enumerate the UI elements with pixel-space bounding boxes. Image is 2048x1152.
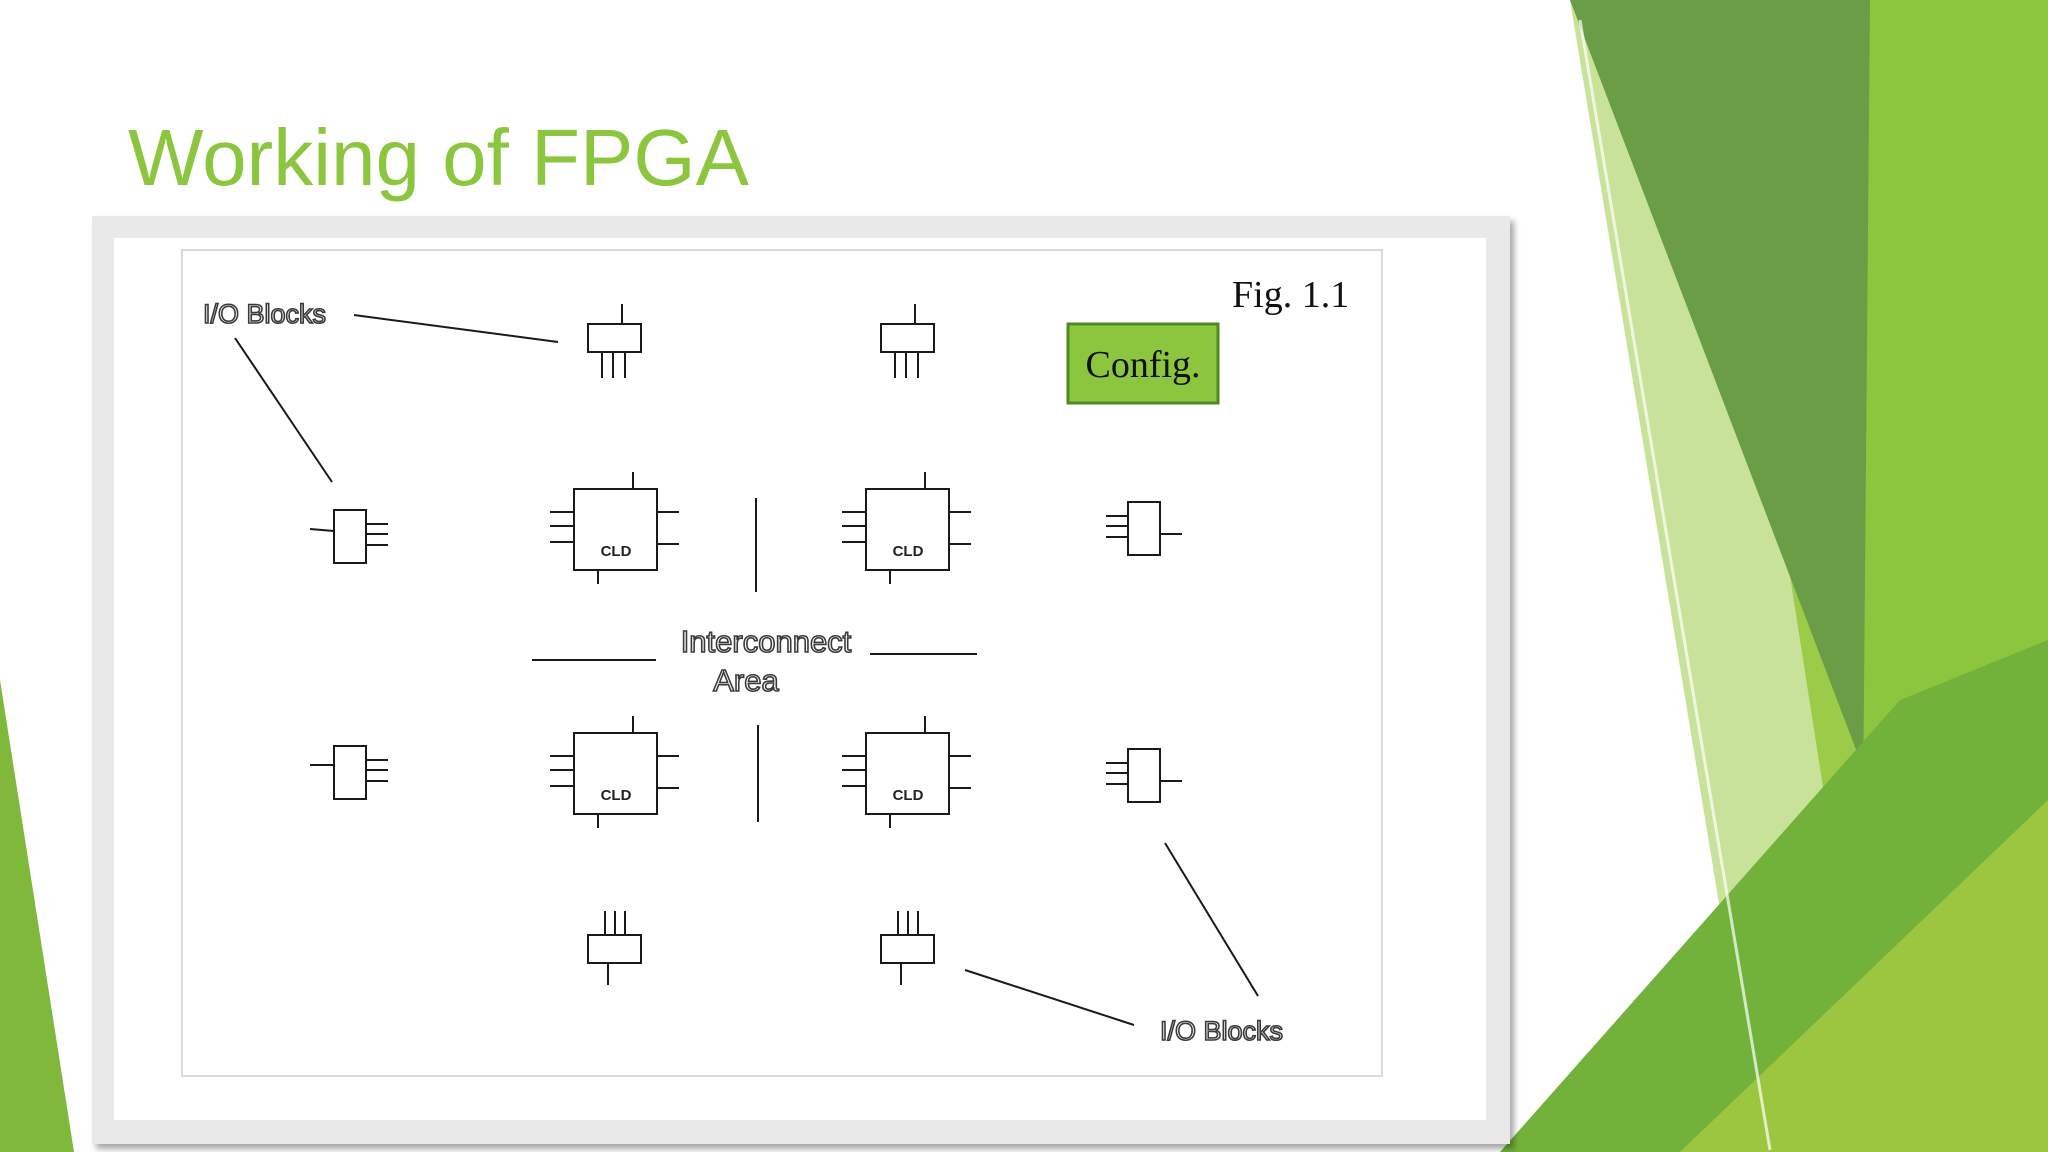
deco-left-green-sliver xyxy=(0,680,74,1152)
cld-label: CLD xyxy=(893,787,924,804)
io-blocks-label-top: I/O Blocks xyxy=(203,299,326,329)
figure-canvas xyxy=(114,238,1486,1120)
deco-bottom-highlight xyxy=(1680,800,2048,1152)
figure-border xyxy=(181,249,1383,1077)
io-block-top-right xyxy=(880,304,935,378)
cld-block-bottom-right: CLD xyxy=(842,716,971,828)
callout-line-bottom-2 xyxy=(1164,842,1259,997)
config-label: Config. xyxy=(1085,344,1200,386)
callout-line-top-2 xyxy=(234,337,333,483)
cld-label: CLD xyxy=(601,787,632,804)
cld-block-bottom-left: CLD xyxy=(550,716,679,828)
io-block-top-left xyxy=(587,304,642,378)
cld-block-top-left: CLD xyxy=(550,472,679,584)
io-block-right-upper xyxy=(1106,501,1182,556)
cld-block-top-right: CLD xyxy=(842,472,971,584)
config-block: Config. xyxy=(1066,322,1220,405)
slide-title: Working of FPGA xyxy=(128,113,749,202)
io-block-bottom-right xyxy=(880,911,935,985)
interconnect-label-line2: Area xyxy=(713,663,779,698)
io-block-left-lower xyxy=(310,745,388,800)
io-block-bottom-left xyxy=(587,911,642,985)
cld-label: CLD xyxy=(601,543,632,560)
figure-caption: Fig. 1.1 xyxy=(1232,274,1349,316)
io-block-right-lower xyxy=(1106,748,1182,803)
cld-label: CLD xyxy=(893,543,924,560)
callout-line-bottom-1 xyxy=(964,969,1135,1026)
callout-line-top-1 xyxy=(353,314,559,343)
io-block-left-upper xyxy=(309,509,388,564)
io-blocks-label-bottom: I/O Blocks xyxy=(1160,1016,1283,1046)
deco-thin-line xyxy=(1578,19,1772,1151)
interconnect-label-line1: Interconnect xyxy=(681,624,852,659)
